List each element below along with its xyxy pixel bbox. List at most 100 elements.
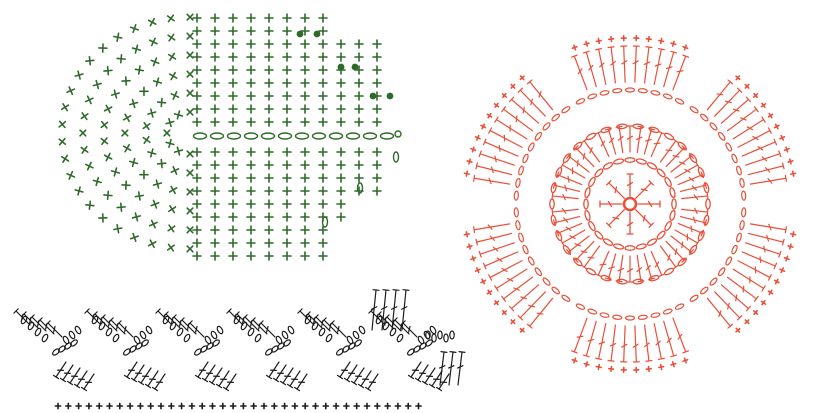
single-crochet-symbol	[464, 232, 470, 238]
double-crochet-symbol	[728, 277, 759, 301]
single-crochet-symbol	[283, 252, 291, 260]
chain-symbol	[330, 133, 343, 139]
single-crochet-symbol	[229, 79, 237, 87]
single-crochet-symbol	[344, 403, 349, 408]
single-crochet-symbol	[184, 167, 195, 178]
single-crochet-symbol	[283, 27, 291, 35]
double-crochet-symbol	[707, 80, 732, 110]
single-crochet-symbol	[211, 200, 219, 208]
double-crochet-symbol	[476, 163, 512, 175]
single-crochet-symbol	[153, 179, 163, 189]
single-crochet-symbol	[265, 53, 273, 61]
single-crochet-symbol	[229, 174, 237, 182]
single-crochet-symbol	[247, 118, 255, 126]
single-crochet-symbol	[319, 174, 327, 182]
single-crochet-symbol	[184, 148, 195, 159]
double-crochet-symbol	[392, 290, 399, 330]
single-crochet-symbol	[211, 105, 219, 113]
single-crochet-symbol	[74, 186, 84, 196]
single-crochet-symbol	[265, 174, 273, 182]
single-crochet-symbol	[609, 366, 614, 371]
chain-symbol	[664, 267, 675, 276]
single-crochet-symbol	[193, 105, 201, 113]
chain-symbol	[551, 286, 560, 295]
chain-symbol	[212, 339, 221, 348]
single-crochet-symbol	[97, 403, 102, 408]
chain-symbol	[656, 230, 666, 240]
single-crochet-symbol	[265, 118, 273, 126]
chain-symbol	[534, 131, 543, 141]
chain-symbol	[514, 191, 519, 200]
double-crochet-symbol	[552, 193, 578, 200]
single-crochet-symbol	[65, 170, 76, 181]
single-crochet-symbol	[301, 40, 309, 48]
chain-symbol	[515, 220, 521, 230]
chain-symbol	[613, 88, 622, 93]
double-crochet-symbol	[518, 292, 545, 320]
double-crochet-symbol	[596, 324, 606, 360]
single-crochet-symbol	[475, 135, 481, 141]
single-crochet-symbol	[301, 92, 309, 100]
single-crochet-symbol	[99, 136, 110, 147]
double-crochet-symbol	[595, 132, 608, 157]
double-crochet-symbol	[502, 277, 533, 301]
double-crochet-symbol	[633, 326, 639, 362]
chain-symbol	[584, 187, 591, 198]
single-crochet-symbol	[646, 366, 651, 371]
single-crochet-symbol	[355, 40, 363, 48]
chain-symbol	[587, 177, 596, 188]
single-crochet-symbol	[135, 191, 144, 200]
single-crochet-symbol	[373, 40, 381, 48]
single-crochet-symbol	[373, 79, 381, 87]
double-crochet-symbol	[728, 107, 759, 131]
single-crochet-symbol	[658, 364, 664, 370]
single-crochet-symbol	[734, 327, 741, 334]
single-crochet-symbol	[790, 232, 796, 238]
chain-symbol	[550, 199, 554, 209]
single-crochet-symbol	[60, 102, 71, 113]
double-crochet-symbol	[638, 201, 660, 207]
chain-symbol	[664, 177, 673, 188]
chain-symbol	[561, 294, 571, 302]
single-crochet-symbol	[247, 200, 255, 208]
single-crochet-symbol	[211, 252, 219, 260]
single-crochet-symbol	[251, 403, 256, 408]
single-crochet-symbol	[211, 40, 219, 48]
single-crochet-symbol	[670, 41, 676, 47]
chain-symbol	[626, 316, 635, 320]
single-crochet-symbol	[373, 105, 381, 113]
double-crochet-symbol	[125, 362, 137, 379]
single-crochet-symbol	[113, 224, 122, 233]
single-crochet-symbol	[416, 403, 421, 408]
single-crochet-symbol	[229, 161, 237, 169]
single-crochet-symbol	[301, 66, 309, 74]
single-crochet-symbol	[337, 92, 345, 100]
single-crochet-symbol	[229, 53, 237, 61]
double-crochet-symbol	[474, 224, 510, 233]
magic-ring-symbol	[624, 198, 636, 210]
slip-stitch-symbol	[297, 31, 304, 38]
chain-symbol	[638, 88, 647, 93]
double-crochet-symbol	[621, 326, 627, 362]
single-crochet-symbol	[211, 14, 219, 22]
single-crochet-symbol	[132, 212, 142, 222]
chain-symbol	[105, 327, 113, 336]
single-crochet-symbol	[168, 71, 179, 82]
chain-symbol	[210, 330, 218, 339]
double-crochet-symbol	[673, 55, 688, 90]
single-crochet-symbol	[464, 171, 470, 177]
double-crochet-symbol	[664, 321, 677, 356]
single-crochet-symbol	[170, 90, 181, 101]
single-crochet-symbol	[247, 226, 255, 234]
single-crochet-symbol	[752, 92, 759, 99]
chain-symbol	[664, 132, 675, 141]
chain-symbol	[587, 93, 597, 100]
single-crochet-symbol	[148, 219, 159, 230]
chain-symbol	[438, 331, 442, 339]
single-crochet-symbol	[744, 318, 751, 325]
single-crochet-symbol	[55, 403, 60, 408]
single-crochet-symbol	[247, 14, 255, 22]
single-crochet-symbol	[241, 403, 246, 408]
oval-sole-chart	[57, 11, 401, 260]
single-crochet-symbol	[193, 79, 201, 87]
